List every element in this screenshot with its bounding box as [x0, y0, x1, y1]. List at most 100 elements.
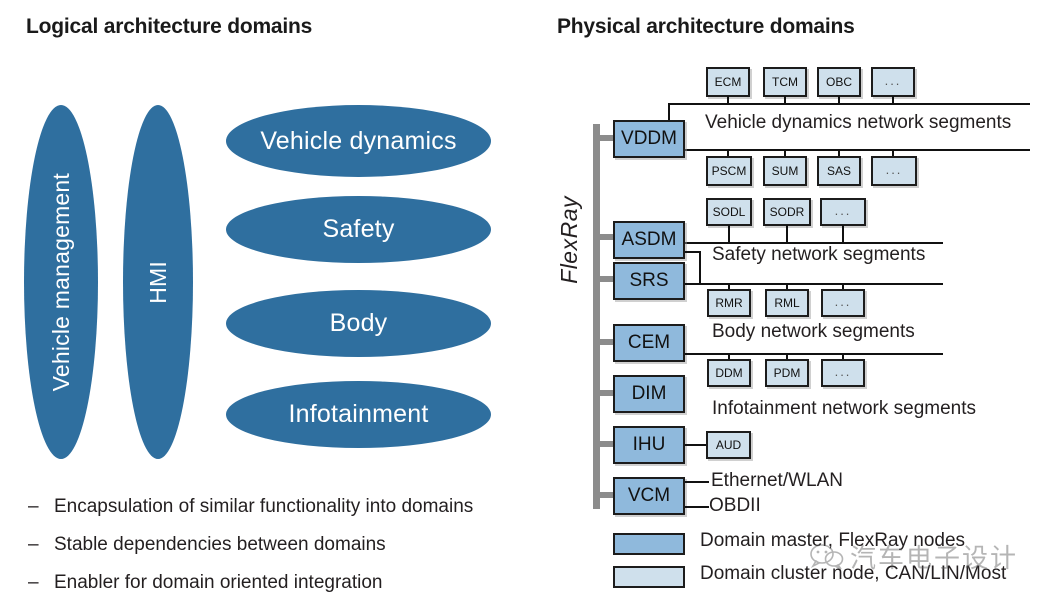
node-drop [727, 149, 729, 158]
bullet-item: – Encapsulation of similar functionality… [28, 496, 473, 518]
cluster-node-tcm[interactable]: TCM [763, 67, 807, 97]
node-label: SODR [769, 205, 805, 219]
ihu-aud-link [685, 444, 707, 446]
legend-swatch-domain-master [613, 533, 685, 555]
cluster-node-more[interactable]: ... [821, 289, 865, 317]
node-label: RML [774, 296, 800, 310]
domain-ellipse-hmi[interactable]: HMI [123, 105, 193, 459]
bus-stub [593, 276, 615, 282]
segment-label-safety: Safety network segments [712, 244, 926, 265]
cluster-node-more[interactable]: ... [820, 198, 866, 226]
node-drop [786, 283, 788, 291]
node-label: OBC [825, 75, 852, 89]
flexray-bus-trunk [593, 124, 600, 509]
cluster-node-ecm[interactable]: ECM [706, 67, 750, 97]
node-label: RMR [715, 296, 743, 310]
node-drop [728, 225, 730, 243]
domain-master-vddm[interactable]: VDDM [613, 120, 685, 158]
master-label: VCM [627, 485, 671, 506]
bullet-item: – Enabler for domain oriented integratio… [28, 572, 382, 594]
domain-ellipse-label: Infotainment [288, 400, 429, 428]
domain-master-vcm[interactable]: VCM [613, 477, 685, 515]
domain-ellipse-safety[interactable]: Safety [226, 196, 491, 263]
safety-lower-bus [685, 283, 943, 285]
vcm-obdii-link [685, 506, 709, 508]
master-label: DIM [631, 383, 667, 404]
domain-ellipse-vehicle-dynamics[interactable]: Vehicle dynamics [226, 105, 491, 177]
body-bus [685, 353, 943, 355]
domain-ellipse-label: Vehicle dynamics [260, 126, 457, 155]
master-label: IHU [632, 434, 666, 455]
legend-label-cluster-node: Domain cluster node, CAN/LIN/Most [700, 563, 1007, 584]
domain-ellipse-label: Vehicle management [47, 172, 74, 392]
node-drop [838, 149, 840, 158]
node-drop [842, 353, 844, 361]
cluster-node-more[interactable]: ... [871, 67, 915, 97]
node-label: ... [834, 202, 852, 218]
cluster-node-more[interactable]: ... [871, 156, 917, 186]
node-drop [892, 149, 894, 158]
physical-architecture-title: Physical architecture domains [557, 15, 855, 38]
node-drop [842, 225, 844, 243]
safety-upper-bus [685, 242, 943, 244]
bullet-item: – Stable dependencies between domains [28, 534, 386, 556]
cluster-node-pscm[interactable]: PSCM [706, 156, 752, 186]
segment-label-body: Body network segments [712, 321, 915, 342]
bus-stub [593, 441, 615, 447]
node-drop [727, 96, 729, 105]
vddm-upper-link [668, 103, 670, 123]
vehicle-dynamics-upper-bus [668, 103, 1030, 105]
cluster-node-more[interactable]: ... [821, 359, 865, 387]
vehicle-dynamics-lower-bus [683, 149, 1030, 151]
node-drop [728, 283, 730, 291]
domain-master-srs[interactable]: SRS [613, 262, 685, 300]
bullet-text: Enabler for domain oriented integration [54, 572, 383, 593]
cluster-node-sum[interactable]: SUM [763, 156, 807, 186]
node-drop [784, 149, 786, 158]
node-label: TCM [772, 75, 798, 89]
domain-ellipse-vehicle-management[interactable]: Vehicle management [24, 105, 98, 459]
bullet-dash: – [28, 496, 39, 517]
domain-ellipse-label: Safety [322, 215, 395, 243]
cluster-node-sodl[interactable]: SODL [706, 198, 752, 226]
cluster-node-aud[interactable]: AUD [706, 431, 751, 459]
bus-stub [593, 339, 615, 345]
asdm-srs-link [685, 251, 701, 253]
node-drop [784, 96, 786, 105]
node-label: ... [834, 363, 852, 379]
domain-ellipse-infotainment[interactable]: Infotainment [226, 381, 491, 448]
cluster-node-obc[interactable]: OBC [817, 67, 861, 97]
cluster-node-sodr[interactable]: SODR [763, 198, 811, 226]
segment-label-vehicle-dynamics: Vehicle dynamics network segments [705, 112, 1012, 133]
master-label: CEM [627, 332, 671, 353]
node-drop [892, 96, 894, 105]
domain-ellipse-body[interactable]: Body [226, 290, 491, 357]
node-label: AUD [715, 438, 742, 452]
master-label: SRS [629, 270, 669, 291]
domain-ellipse-label: Body [329, 309, 388, 337]
node-drop [786, 353, 788, 361]
node-label: SUM [771, 164, 799, 178]
node-drop [838, 96, 840, 105]
bullet-dash: – [28, 572, 39, 593]
cluster-node-sas[interactable]: SAS [817, 156, 861, 186]
domain-master-cem[interactable]: CEM [613, 324, 685, 362]
legend-label-domain-master: Domain master, FlexRay nodes [700, 530, 966, 551]
vcm-connection-ethernet-wlan: Ethernet/WLAN [711, 470, 843, 491]
node-label: PSCM [711, 164, 747, 178]
cluster-node-pdm[interactable]: PDM [765, 359, 809, 387]
node-label: ... [834, 293, 852, 309]
legend-swatch-cluster-node [613, 566, 685, 588]
domain-master-ihu[interactable]: IHU [613, 426, 685, 464]
cluster-node-rmr[interactable]: RMR [707, 289, 751, 317]
domain-master-dim[interactable]: DIM [613, 375, 685, 413]
domain-ellipse-label: HMI [144, 260, 171, 304]
cluster-node-rml[interactable]: RML [765, 289, 809, 317]
domain-master-asdm[interactable]: ASDM [613, 221, 685, 259]
bus-stub [593, 135, 615, 141]
master-label: VDDM [621, 128, 677, 149]
asdm-srs-link [699, 251, 701, 285]
cluster-node-ddm[interactable]: DDM [707, 359, 751, 387]
vcm-ethernet-link [685, 481, 709, 483]
node-label: SAS [826, 164, 851, 178]
